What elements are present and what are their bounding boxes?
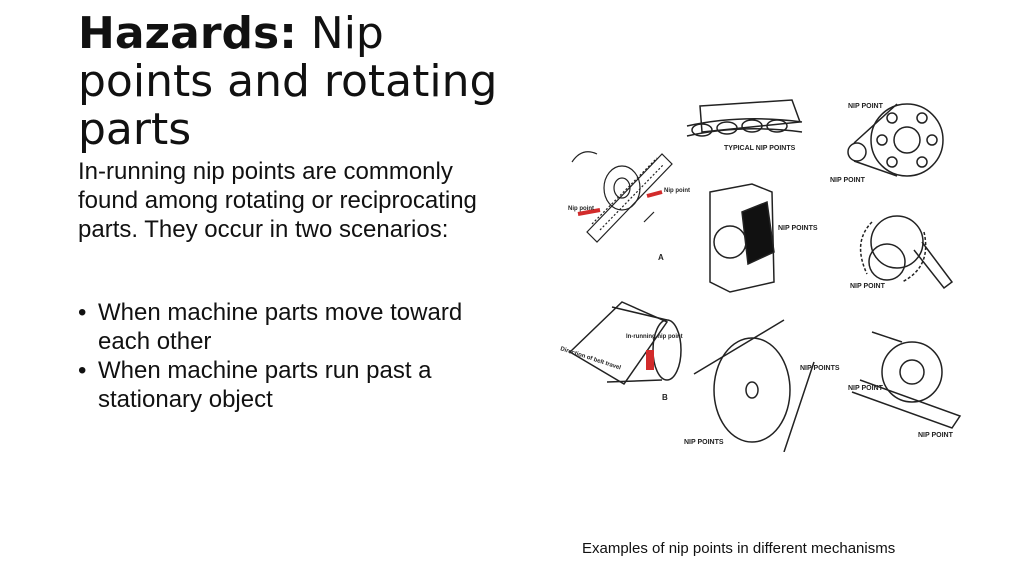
bullet-item: When machine parts run past a stationary…: [78, 356, 498, 414]
label-nip-gear-left: Nip point: [568, 206, 594, 212]
label-nip-chain: NIP POINT: [850, 283, 886, 290]
label-nip-rack-top: NIP POINT: [848, 385, 884, 392]
nip-points-illustration: TYPICAL NIP POINTS NIP POINT NIP POINT N…: [559, 99, 962, 452]
intro-paragraph: In-running nip points are commonly found…: [78, 158, 477, 243]
red-marker: [646, 350, 654, 370]
label-nip-gear-right: Nip point: [664, 188, 690, 194]
label-typical-nip-points: TYPICAL NIP POINTS: [724, 145, 796, 152]
slide-title: Hazards: Nip points and rotating parts: [78, 10, 518, 154]
disc-drawing: [693, 319, 815, 452]
gear-rack-drawing: [571, 151, 673, 243]
roller-belt-drawing: [686, 99, 803, 137]
label-b: B: [662, 393, 668, 402]
bullet-list: When machine parts move toward each othe…: [78, 298, 498, 414]
title-bold: Hazards:: [78, 8, 297, 59]
title-rest: Nip points and rotating parts: [78, 8, 498, 155]
label-nip-point-top: NIP POINT: [848, 103, 884, 110]
label-nip-point-bottom: NIP POINT: [830, 177, 866, 184]
arrow-left: [577, 208, 601, 216]
bullet-item: When machine parts move toward each othe…: [78, 298, 498, 356]
label-in-running: In-running nip point: [626, 334, 683, 340]
housing-drawing: [709, 183, 775, 293]
arrow-right: [646, 190, 663, 198]
label-a: A: [658, 253, 664, 262]
label-nip-rack-bottom: NIP POINT: [918, 432, 954, 439]
rack-gear-drawing: [851, 331, 962, 429]
label-nip-disc-right: NIP POINTS: [800, 365, 840, 372]
figure-caption: Examples of nip points in different mech…: [582, 540, 896, 557]
belt-roller-drawing: [568, 301, 682, 386]
chain-sprocket-drawing: [859, 215, 954, 290]
label-direction: Direction of belt travel: [559, 346, 621, 371]
pulley-drawing: [847, 103, 944, 177]
label-nip-disc-bottom: NIP POINTS: [684, 439, 724, 446]
label-nip-points-center: NIP POINTS: [778, 225, 818, 232]
